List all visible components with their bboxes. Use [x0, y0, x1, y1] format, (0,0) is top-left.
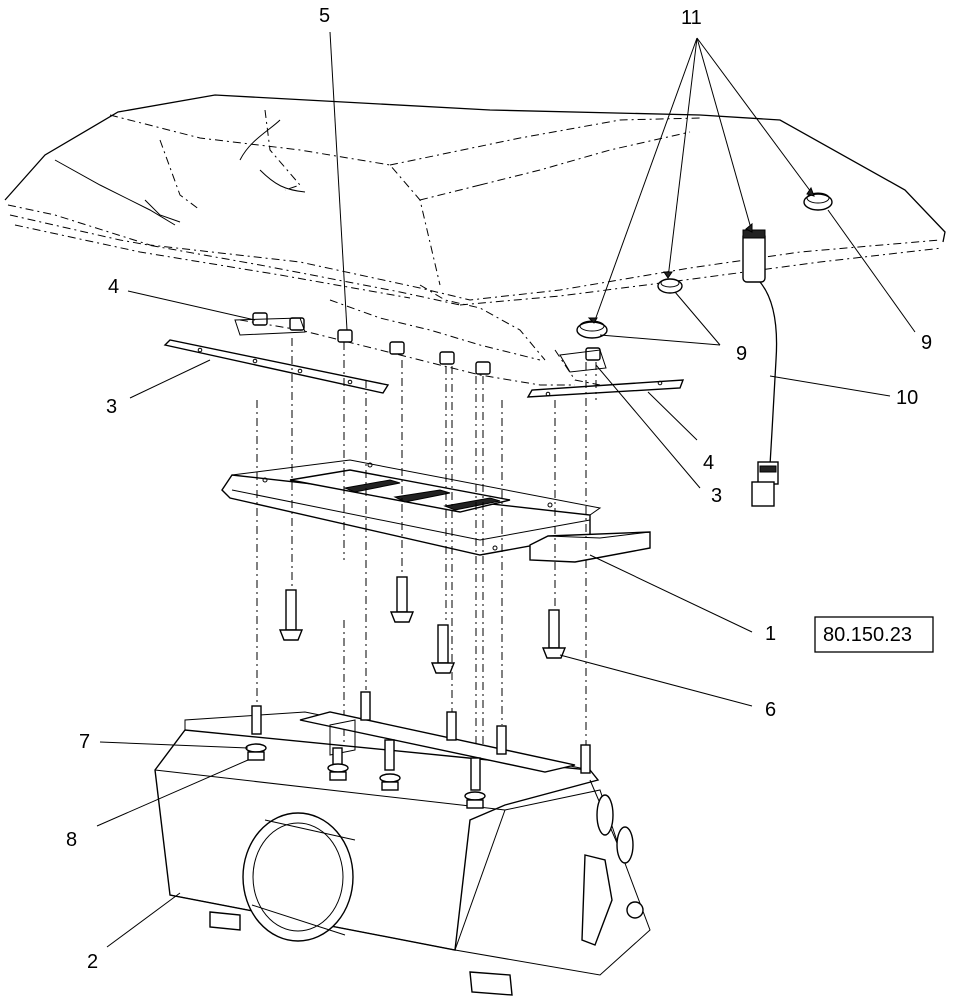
callout-9-mid: 9	[736, 343, 747, 365]
callout-7: 7	[79, 731, 90, 753]
callout-3-left: 3	[106, 396, 117, 418]
callout-labels: 5 11 4 3 9 9 10 4 3 1 6 7 8 2	[66, 5, 932, 973]
vent-grille-frame	[221, 459, 651, 563]
callout-2: 2	[87, 951, 98, 973]
duct-housing	[154, 711, 651, 996]
grommet	[576, 320, 608, 339]
callout-4-top: 4	[108, 276, 119, 298]
callout-1: 1	[765, 623, 776, 645]
leader-lines	[96, 31, 916, 948]
sensor-harness	[742, 229, 779, 507]
callout-5: 5	[319, 5, 330, 27]
spacer-strip-left	[163, 339, 390, 394]
callout-6: 6	[765, 699, 776, 721]
reference-box: 80.150.23	[814, 616, 934, 653]
callout-3-right: 3	[711, 485, 722, 507]
grommet	[803, 192, 833, 211]
callout-10: 10	[896, 387, 918, 409]
roof-panel	[4, 94, 946, 386]
callout-8: 8	[66, 829, 77, 851]
callout-4-right: 4	[703, 452, 714, 474]
callout-9-right: 9	[921, 332, 932, 354]
grommet	[657, 278, 683, 294]
grommet-set	[576, 192, 833, 339]
stud-set	[251, 691, 591, 791]
bolt	[278, 589, 304, 641]
bolt	[430, 624, 456, 674]
callout-11: 11	[681, 7, 702, 29]
spacer-strip-right	[526, 379, 685, 398]
washer-nut-set	[245, 743, 486, 809]
nut-set	[234, 312, 607, 375]
bolt	[389, 576, 415, 623]
alignment-lines	[256, 338, 597, 790]
reference-box-text: 80.150.23	[823, 624, 912, 646]
bolt-set	[278, 576, 567, 674]
bolt	[541, 609, 567, 659]
